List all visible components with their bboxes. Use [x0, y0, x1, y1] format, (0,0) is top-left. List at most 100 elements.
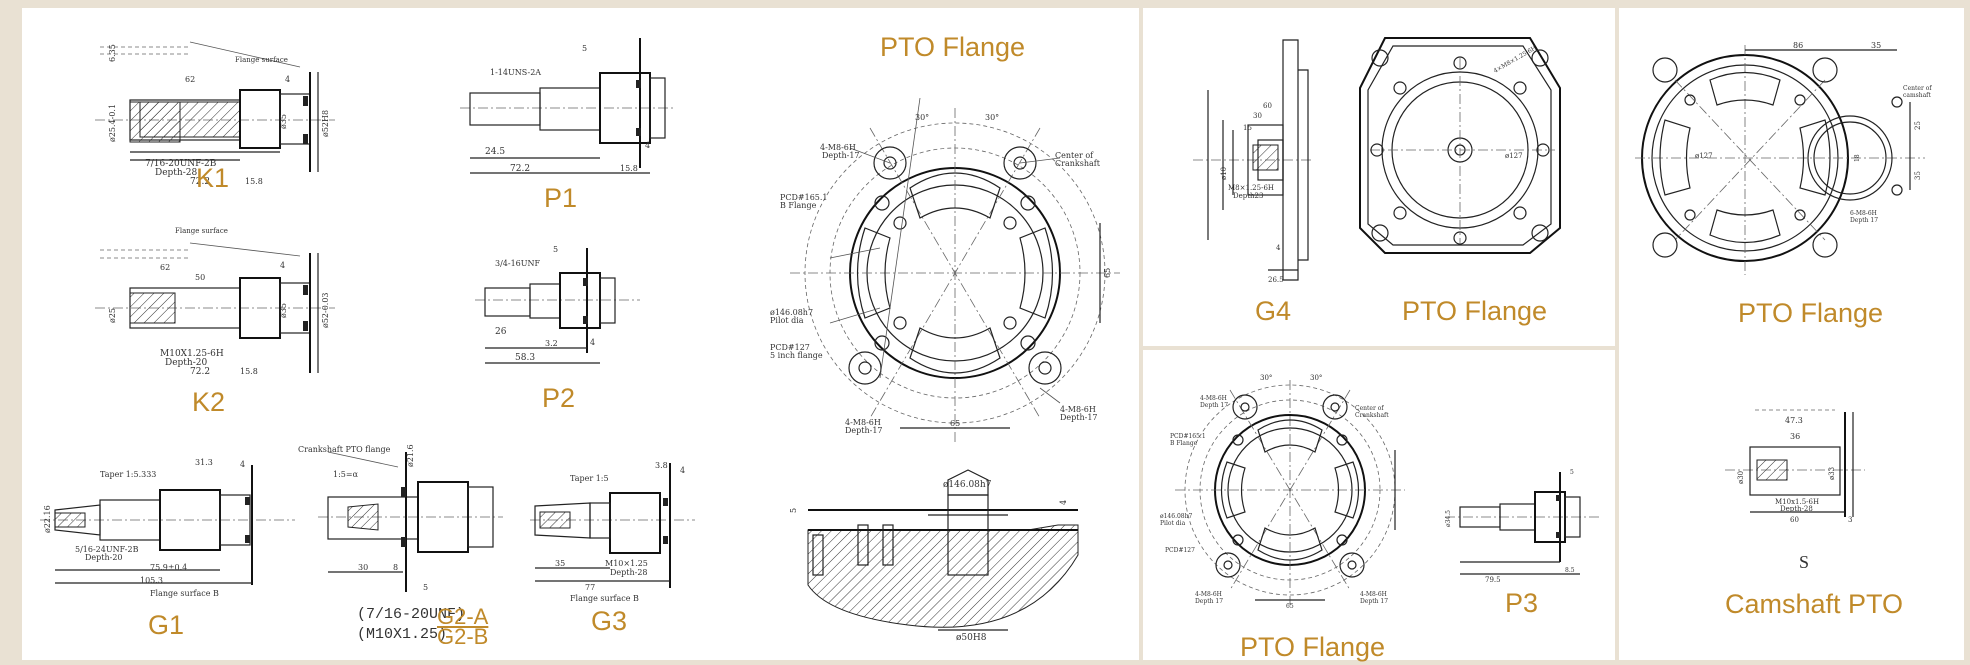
- pto-flange-drawing: 30° 30° 4-M8-6H Depth-17 Center of Crank…: [770, 97, 1130, 448]
- g1-label: G1: [148, 610, 185, 640]
- k2-d4: 4: [280, 261, 285, 270]
- k1-label: K1: [196, 163, 230, 193]
- pto2-pcd2: PCD#127: [1165, 547, 1195, 554]
- pto-hole-br: 4-M8-6H: [1060, 405, 1096, 414]
- pto-depth-tl: Depth-17: [822, 151, 860, 160]
- pto-flange-2-drawing: 30° 30° 4-M8-6H Depth 17 Center of Crank…: [1160, 370, 1410, 610]
- p2-d583: 58.3: [515, 353, 535, 363]
- camshaft-pto-drawing: 47.3 36 M10x1.5-6H Depth-28 60 3 ø30 ø33: [1725, 372, 1870, 527]
- s-d35: 35: [1871, 41, 1881, 50]
- k1-drawing: 62 Flange surface 7/16-20UNF-2B Depth-28…: [90, 32, 350, 192]
- g3-label: G3: [591, 606, 628, 636]
- pto-hole-bl: 4-M8-6H: [845, 418, 881, 427]
- pto-section-drawing: 5 ø146.08h7 4 ø50H8: [788, 465, 1088, 643]
- pto2-d65: 65: [1286, 603, 1294, 610]
- pto2-hole-bl: 4-M8-6H: [1195, 591, 1222, 598]
- k1-d35: ø35: [279, 114, 288, 129]
- g3-d4: 4: [680, 466, 685, 475]
- g4-depth: Depth23: [1233, 192, 1263, 200]
- cam-thread: M10x1.5-6H: [1775, 498, 1819, 506]
- pto2-pcd1: PCD#165.1: [1170, 433, 1206, 440]
- pto2-depth-bl: Depth 17: [1195, 598, 1223, 605]
- s-thread: 6-M8-6H: [1850, 210, 1877, 217]
- g2-crank: Crankshaft PTO flange: [298, 445, 391, 454]
- p2-d4: 4: [590, 338, 595, 347]
- pto-flange-right-label: PTO Flange: [1738, 298, 1884, 328]
- g3-d38: 3.8: [655, 461, 668, 470]
- g2-taper: 1:5=α: [333, 470, 359, 479]
- sec-d50: ø50H8: [956, 633, 987, 643]
- pto2-pcd1b: B Flange: [1170, 440, 1198, 447]
- p1-d722: 72.2: [510, 164, 530, 174]
- pto-center: Center of: [1055, 151, 1094, 160]
- k2-label: K2: [192, 387, 226, 417]
- s-d86: 86: [1793, 41, 1803, 50]
- g1-taper: Taper 1:5.333: [100, 470, 156, 479]
- right-panel: [1619, 8, 1964, 660]
- g2a-label: G2-A: [437, 604, 489, 629]
- p2-drawing: 3/4-16UNF 26 58.3 3.2 5 4: [475, 238, 645, 373]
- s-d35v: 35: [1914, 171, 1922, 180]
- pto-hole-tl: 4-M8-6H: [820, 143, 856, 152]
- p1-label: P1: [544, 183, 578, 213]
- g3-thread: M10×1.25: [605, 559, 648, 568]
- s-cam: camshaft: [1903, 92, 1931, 99]
- pto2-pilot: ø146.08h7: [1160, 513, 1192, 520]
- g1-thread: 5/16-24UNF-2B: [75, 545, 139, 554]
- p1-d4: 4: [645, 141, 650, 150]
- p2-d26: 26: [495, 327, 507, 337]
- cam-d33: ø33: [1828, 467, 1836, 480]
- p2-label: P2: [542, 383, 576, 413]
- k1-key: 6.35: [108, 44, 117, 62]
- cam-d30: ø30: [1737, 471, 1745, 484]
- pto2-a30r: 30°: [1310, 374, 1322, 382]
- g4-label: G4: [1255, 296, 1292, 326]
- pto-pcd1: PCD#165.1: [780, 193, 828, 202]
- p2-d32: 3.2: [545, 339, 558, 348]
- pto-a30r: 30°: [985, 113, 999, 122]
- p3-d79: 79.5: [1485, 576, 1501, 584]
- pto-depth-bl: Depth-17: [845, 426, 883, 435]
- pto2-depth-tl: Depth 17: [1200, 402, 1228, 409]
- pto-pilotb: Pilot dia: [770, 316, 804, 325]
- pto-d65v: 65: [1103, 268, 1112, 278]
- g4-d15: 15: [1243, 124, 1252, 132]
- g1-d1053: 105.3: [140, 576, 163, 585]
- pto-flange-g4-label: PTO Flange: [1402, 296, 1548, 326]
- s-flange-drawing: 86 35 Center of camshaft 25 35 18 6-M8-6…: [1635, 40, 1935, 280]
- p3-drawing: ø34.5 79.5 8.5 5: [1445, 462, 1605, 584]
- g2-thread-b: (M10X1.25): [357, 626, 448, 643]
- g1-drawing: Taper 1:5.333 31.3 5/16-24UNF-2B Depth-2…: [40, 455, 300, 605]
- s-d25: 25: [1914, 121, 1922, 130]
- k2-depth: Depth-20: [165, 358, 207, 368]
- cam-depth: Depth-28: [1780, 505, 1813, 513]
- g1-d759: 75.9±0.4: [150, 563, 187, 572]
- k2-thread: M10X1.25-6H: [160, 349, 224, 359]
- s-center: Center of: [1903, 85, 1932, 92]
- pto2-hole-tl: 4-M8-6H: [1200, 395, 1227, 402]
- g4-d4: 4: [1276, 244, 1281, 252]
- k1-dim-62: 62: [185, 75, 195, 84]
- g1-d2216: ø22.16: [43, 505, 52, 533]
- p1-d5: 5: [582, 44, 587, 53]
- g4-drawing: 15 30 60 ø10 M8×1.25-6H Depth23 4 26.5: [1188, 30, 1318, 290]
- pto-a30l: 30°: [915, 113, 929, 122]
- g2-d216: ø21.6: [406, 444, 415, 467]
- s-label: S: [1799, 552, 1810, 572]
- cam-d60: 60: [1790, 516, 1799, 524]
- pto-pcd2: PCD#127: [770, 343, 810, 352]
- g3-d35: 35: [555, 559, 565, 568]
- pto2-pilotb: Pilot dia: [1160, 520, 1186, 527]
- pto-d65: 65: [950, 419, 960, 428]
- sec-d4: 4: [1059, 500, 1068, 505]
- g3-drawing: Taper 1:5 3.8 M10×1.25 Depth-28 35 77 Fl…: [530, 458, 700, 608]
- k2-len: 72.2: [190, 367, 210, 377]
- k2-d35: ø35: [279, 303, 288, 318]
- g1-flange: Flange surface B: [150, 589, 219, 598]
- k2-drawing: Flange surface 62 50 M10X1.25-6H Depth-2…: [90, 227, 350, 383]
- k1-d52: ø52H8: [321, 110, 330, 137]
- p2-thread: 3/4-16UNF: [495, 259, 541, 268]
- p1-d245: 24.5: [485, 147, 505, 157]
- p1-d158: 15.8: [620, 164, 638, 173]
